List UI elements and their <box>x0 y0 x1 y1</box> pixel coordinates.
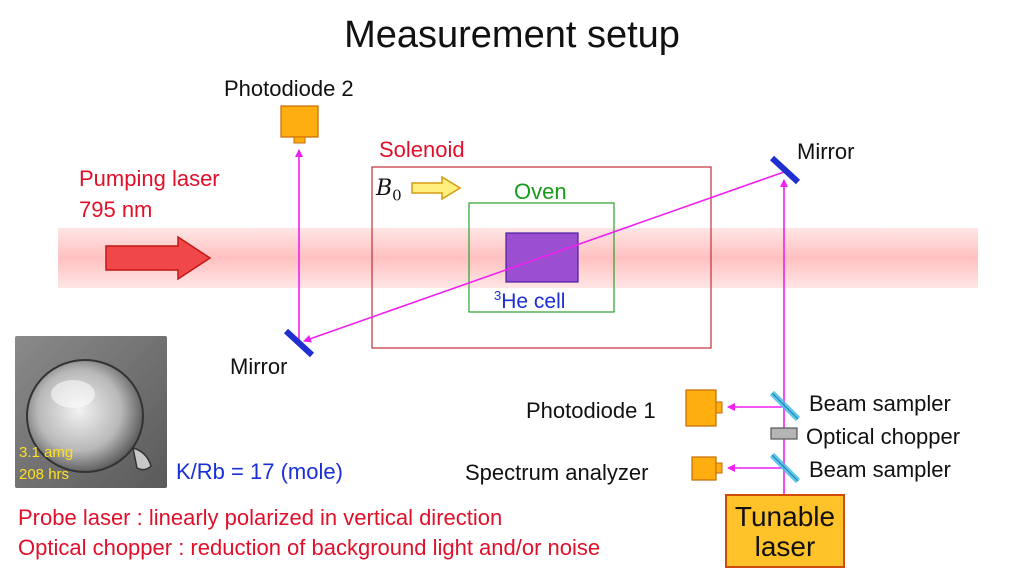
photo-hours: 208 hrs <box>19 466 70 483</box>
spectrum-analyzer <box>691 456 717 481</box>
tunable-laser-line1: Tunable <box>734 501 836 532</box>
note-probe-laser: Probe laser : linearly polarized in vert… <box>18 505 503 530</box>
note-optical-chopper: Optical chopper : reduction of backgroun… <box>18 535 601 560</box>
cell-photo-drawing <box>15 336 167 488</box>
photo-density: 3.1 amg <box>19 444 74 461</box>
oven <box>468 202 615 313</box>
spectrum-analyzer-window <box>715 462 723 474</box>
pump-beam-arrow <box>105 235 212 281</box>
photodiode-2 <box>280 105 319 138</box>
he-cell-superscript: 3 <box>494 288 502 303</box>
pumping-laser-label: Pumping laser <box>79 166 220 191</box>
photodiode-1 <box>685 389 717 427</box>
solenoid <box>371 166 712 349</box>
beam-sampler-bottom-label: Beam sampler <box>809 457 951 482</box>
oven-label: Oven <box>514 179 567 204</box>
photodiode-2-label: Photodiode 2 <box>224 76 354 101</box>
b0-arrow <box>411 175 462 201</box>
tunable-laser-line2: laser <box>754 531 816 562</box>
solenoid-label: Solenoid <box>379 137 465 162</box>
beam-sampler-bottom-edge <box>771 454 799 482</box>
mirror-top-label: Mirror <box>797 139 855 164</box>
photodiode-1-window <box>715 401 723 414</box>
page-title: Measurement setup <box>344 14 680 56</box>
beam-sampler-top-edge <box>771 392 799 420</box>
b0-symbol: B <box>376 176 393 201</box>
mirror-top <box>769 155 801 185</box>
cell-photo: 3.1 amg 208 hrs <box>15 336 167 488</box>
tunable-laser: Tunable laser <box>725 494 845 568</box>
mirror-left-label: Mirror <box>230 354 288 379</box>
spectrum-analyzer-label: Spectrum analyzer <box>465 460 649 485</box>
probe-beam-diagonal <box>303 171 785 343</box>
b0-label: B0 <box>376 176 402 204</box>
b0-subscript: 0 <box>392 186 402 205</box>
pumping-laser-wavelength: 795 nm <box>79 197 153 222</box>
optical-chopper <box>770 427 798 440</box>
beam-sampler-top-label: Beam sampler <box>809 391 951 416</box>
photodiode-2-window <box>293 136 306 144</box>
kr-ratio-label: K/Rb = 17 (mole) <box>176 459 343 484</box>
optical-chopper-label: Optical chopper <box>806 424 961 449</box>
he-cell-text: He cell <box>501 290 566 313</box>
mirror-left <box>283 328 315 358</box>
photodiode-1-label: Photodiode 1 <box>526 398 656 423</box>
he-cell-label: 3He cell <box>494 288 565 314</box>
